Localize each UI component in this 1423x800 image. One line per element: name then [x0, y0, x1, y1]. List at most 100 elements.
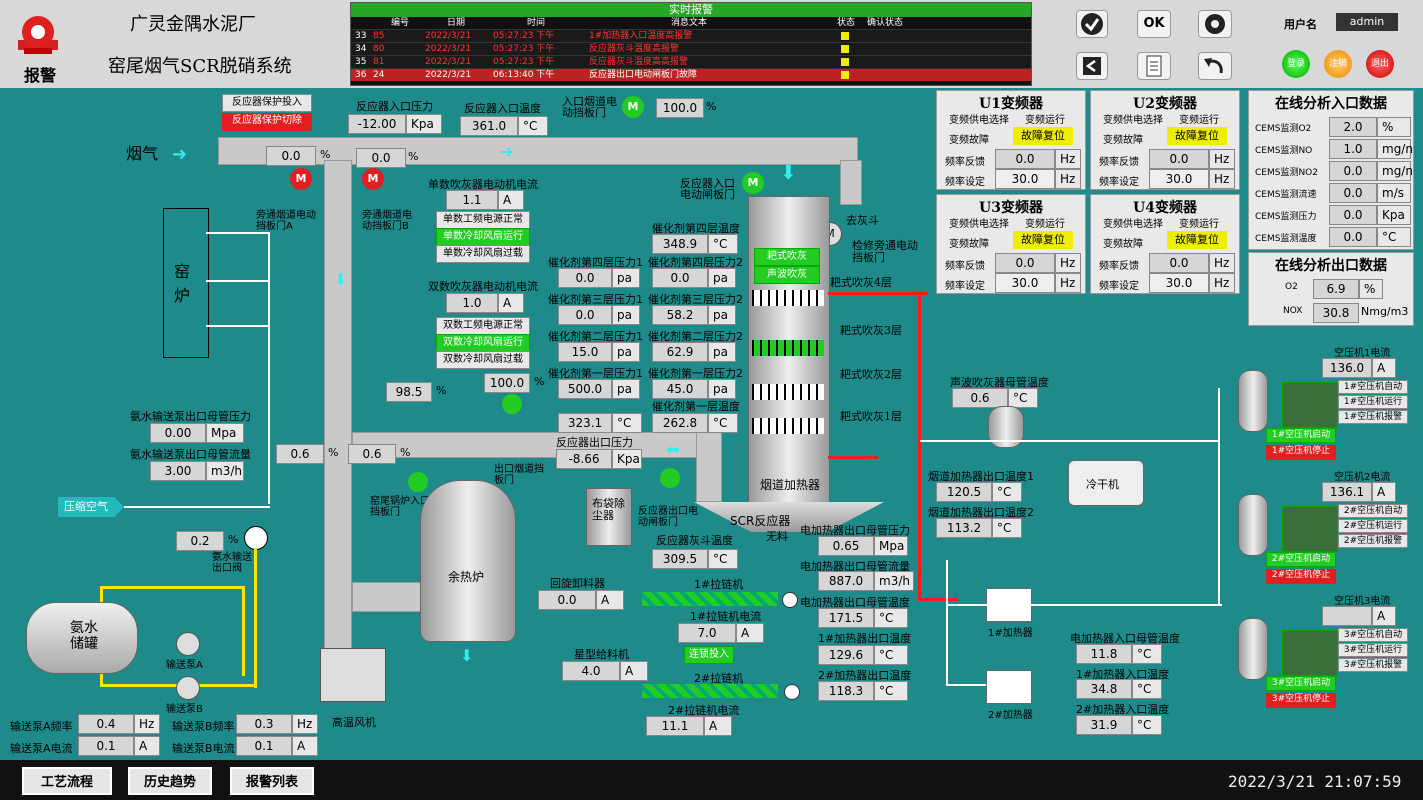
vfd-fb-value: 0.0	[1149, 149, 1209, 169]
cat-l4-temp-unit: °C	[708, 234, 738, 254]
vfd-set-value[interactable]: 30.0	[1149, 169, 1209, 189]
history-trend-button[interactable]: 历史趋势	[128, 767, 212, 795]
alarm-time: 06:13:40 下午	[493, 70, 555, 80]
exit-button[interactable]: 退出	[1366, 50, 1394, 78]
compressor-start-button[interactable]: 1#空压机启动	[1266, 428, 1336, 443]
cat-l4-temp-label: 催化剂第四层温度	[652, 222, 740, 235]
dryer-box	[1068, 460, 1144, 506]
vfd-fb-label: 频率反馈	[945, 157, 985, 168]
o2-value: 6.9	[1313, 279, 1359, 299]
reactor-inlet-valve-icon[interactable]: M	[742, 172, 764, 194]
compressor-stop-button[interactable]: 2#空压机停止	[1266, 569, 1336, 584]
fh2-unit: °C	[992, 518, 1022, 538]
chain1-current-unit: A	[736, 623, 764, 643]
fan-icon[interactable]	[320, 648, 386, 702]
confirm-check-icon[interactable]	[1076, 10, 1108, 38]
kiln-valve-icon[interactable]	[408, 472, 428, 492]
process-flow-button[interactable]: 工艺流程	[22, 767, 112, 795]
ok-button[interactable]: OK	[1137, 10, 1171, 38]
compressor-alarm-label: 2#空压机报警	[1338, 534, 1408, 548]
v985-pct: %	[436, 384, 447, 397]
vfd-set-value[interactable]: 30.0	[995, 273, 1055, 293]
chain2-motor-icon[interactable]	[784, 684, 800, 700]
vfd-fb-label: 频率反馈	[1099, 157, 1139, 168]
protect-off-button[interactable]: 反应器保护切除	[222, 113, 312, 131]
inlet-damper-value: 100.0	[656, 98, 704, 118]
bypass-valve-a-icon[interactable]: M	[290, 168, 312, 190]
vfd-set-unit: Hz	[1055, 169, 1081, 189]
vfd-reset-button[interactable]: 故障复位	[1013, 127, 1073, 145]
vfd-set-unit: Hz	[1209, 169, 1235, 189]
compressor-start-button[interactable]: 3#空压机启动	[1266, 676, 1336, 691]
user-field[interactable]: admin	[1336, 13, 1398, 31]
chain1-label: 1#拉链机	[694, 578, 744, 591]
document-icon[interactable]	[1137, 52, 1171, 80]
alarm-list-button[interactable]: 报警列表	[230, 767, 314, 795]
outlet-pressure-value: -8.66	[556, 449, 612, 469]
flow1-pct: %	[320, 148, 331, 161]
alarm-bell-icon[interactable]	[14, 10, 62, 58]
flow2-value: 0.0	[356, 148, 406, 168]
protect-on-button[interactable]: 反应器保护投入	[222, 94, 312, 112]
compressor-unit-icon[interactable]	[1282, 506, 1338, 552]
air-tank-icon	[1238, 618, 1268, 680]
vfd-run-label: 变频运行	[1025, 219, 1065, 230]
collapse-icon[interactable]	[1076, 52, 1108, 80]
cems-unit: mg/n	[1377, 161, 1413, 181]
pump-b-icon[interactable]	[176, 676, 200, 700]
exit-label: 退出	[1370, 59, 1389, 69]
col-text: 消息文本	[671, 18, 708, 28]
system-name: 窑尾烟气SCR脱硝系统	[108, 56, 292, 77]
pump-flow-unit: m3/h	[206, 461, 244, 481]
vfd-reset-button[interactable]: 故障复位	[1167, 127, 1227, 145]
star-feeder-unit: A	[620, 661, 648, 681]
vfd-fault-label: 变频故障	[949, 239, 989, 250]
compressor-unit-icon[interactable]	[1282, 382, 1338, 428]
double-current-value: 1.0	[446, 293, 498, 313]
outlet-valve2-icon[interactable]	[660, 468, 680, 488]
undo-icon[interactable]	[1198, 52, 1232, 80]
alarm-date: 2022/3/21	[425, 70, 472, 80]
vfd-sel-label: 变频供电选择	[949, 219, 1009, 230]
ammonia-line-v2	[242, 586, 245, 676]
outlet-valve-label: 出口烟道挡板门	[494, 464, 544, 486]
kiln-valve-label: 窑尾锅炉入口挡板门	[370, 496, 430, 518]
flow-arrow-3: ⬅	[666, 440, 680, 459]
compressor-stop-button[interactable]: 1#空压机停止	[1266, 445, 1336, 460]
ammonia-valve-icon[interactable]	[244, 526, 268, 550]
o2-label: O2	[1285, 282, 1298, 292]
alarm-date: 2022/3/21	[425, 44, 472, 54]
vfd-set-value[interactable]: 30.0	[1149, 273, 1209, 293]
linked-button[interactable]: 连锁投入	[684, 646, 734, 664]
vfd-set-value[interactable]: 30.0	[995, 169, 1055, 189]
outlet-valve-icon[interactable]	[502, 394, 522, 414]
compressor-unit-icon[interactable]	[1282, 630, 1338, 676]
motor-valve-icon[interactable]: M	[622, 96, 644, 118]
login-button[interactable]: 登录	[1282, 50, 1310, 78]
vfd-set-label: 频率设定	[945, 281, 985, 292]
vfd-reset-button[interactable]: 故障复位	[1013, 231, 1073, 249]
logout-button[interactable]: 注销	[1324, 50, 1352, 78]
pump-a-icon[interactable]	[176, 632, 200, 656]
alarm-date: 2022/3/21	[425, 31, 472, 41]
inlet-pressure-unit: Kpa	[406, 114, 442, 134]
vfd-reset-button[interactable]: 故障复位	[1167, 231, 1227, 249]
bypass-valve-b-icon[interactable]: M	[362, 168, 384, 190]
gear-icon[interactable]	[1198, 10, 1232, 38]
alarm-status-icon	[841, 71, 849, 79]
chain1-motor-icon[interactable]	[782, 592, 798, 608]
air-line-3	[206, 325, 270, 327]
cat-pressure-value: 500.0	[558, 379, 612, 399]
h2-out-unit: °C	[874, 681, 908, 701]
vfd-fault-label: 变频故障	[949, 135, 989, 146]
rot-feeder-value: 0.0	[538, 590, 596, 610]
compressor-stop-button[interactable]: 3#空压机停止	[1266, 693, 1336, 708]
v06a-pct: %	[328, 446, 339, 459]
compressor-start-button[interactable]: 2#空压机启动	[1266, 552, 1336, 567]
